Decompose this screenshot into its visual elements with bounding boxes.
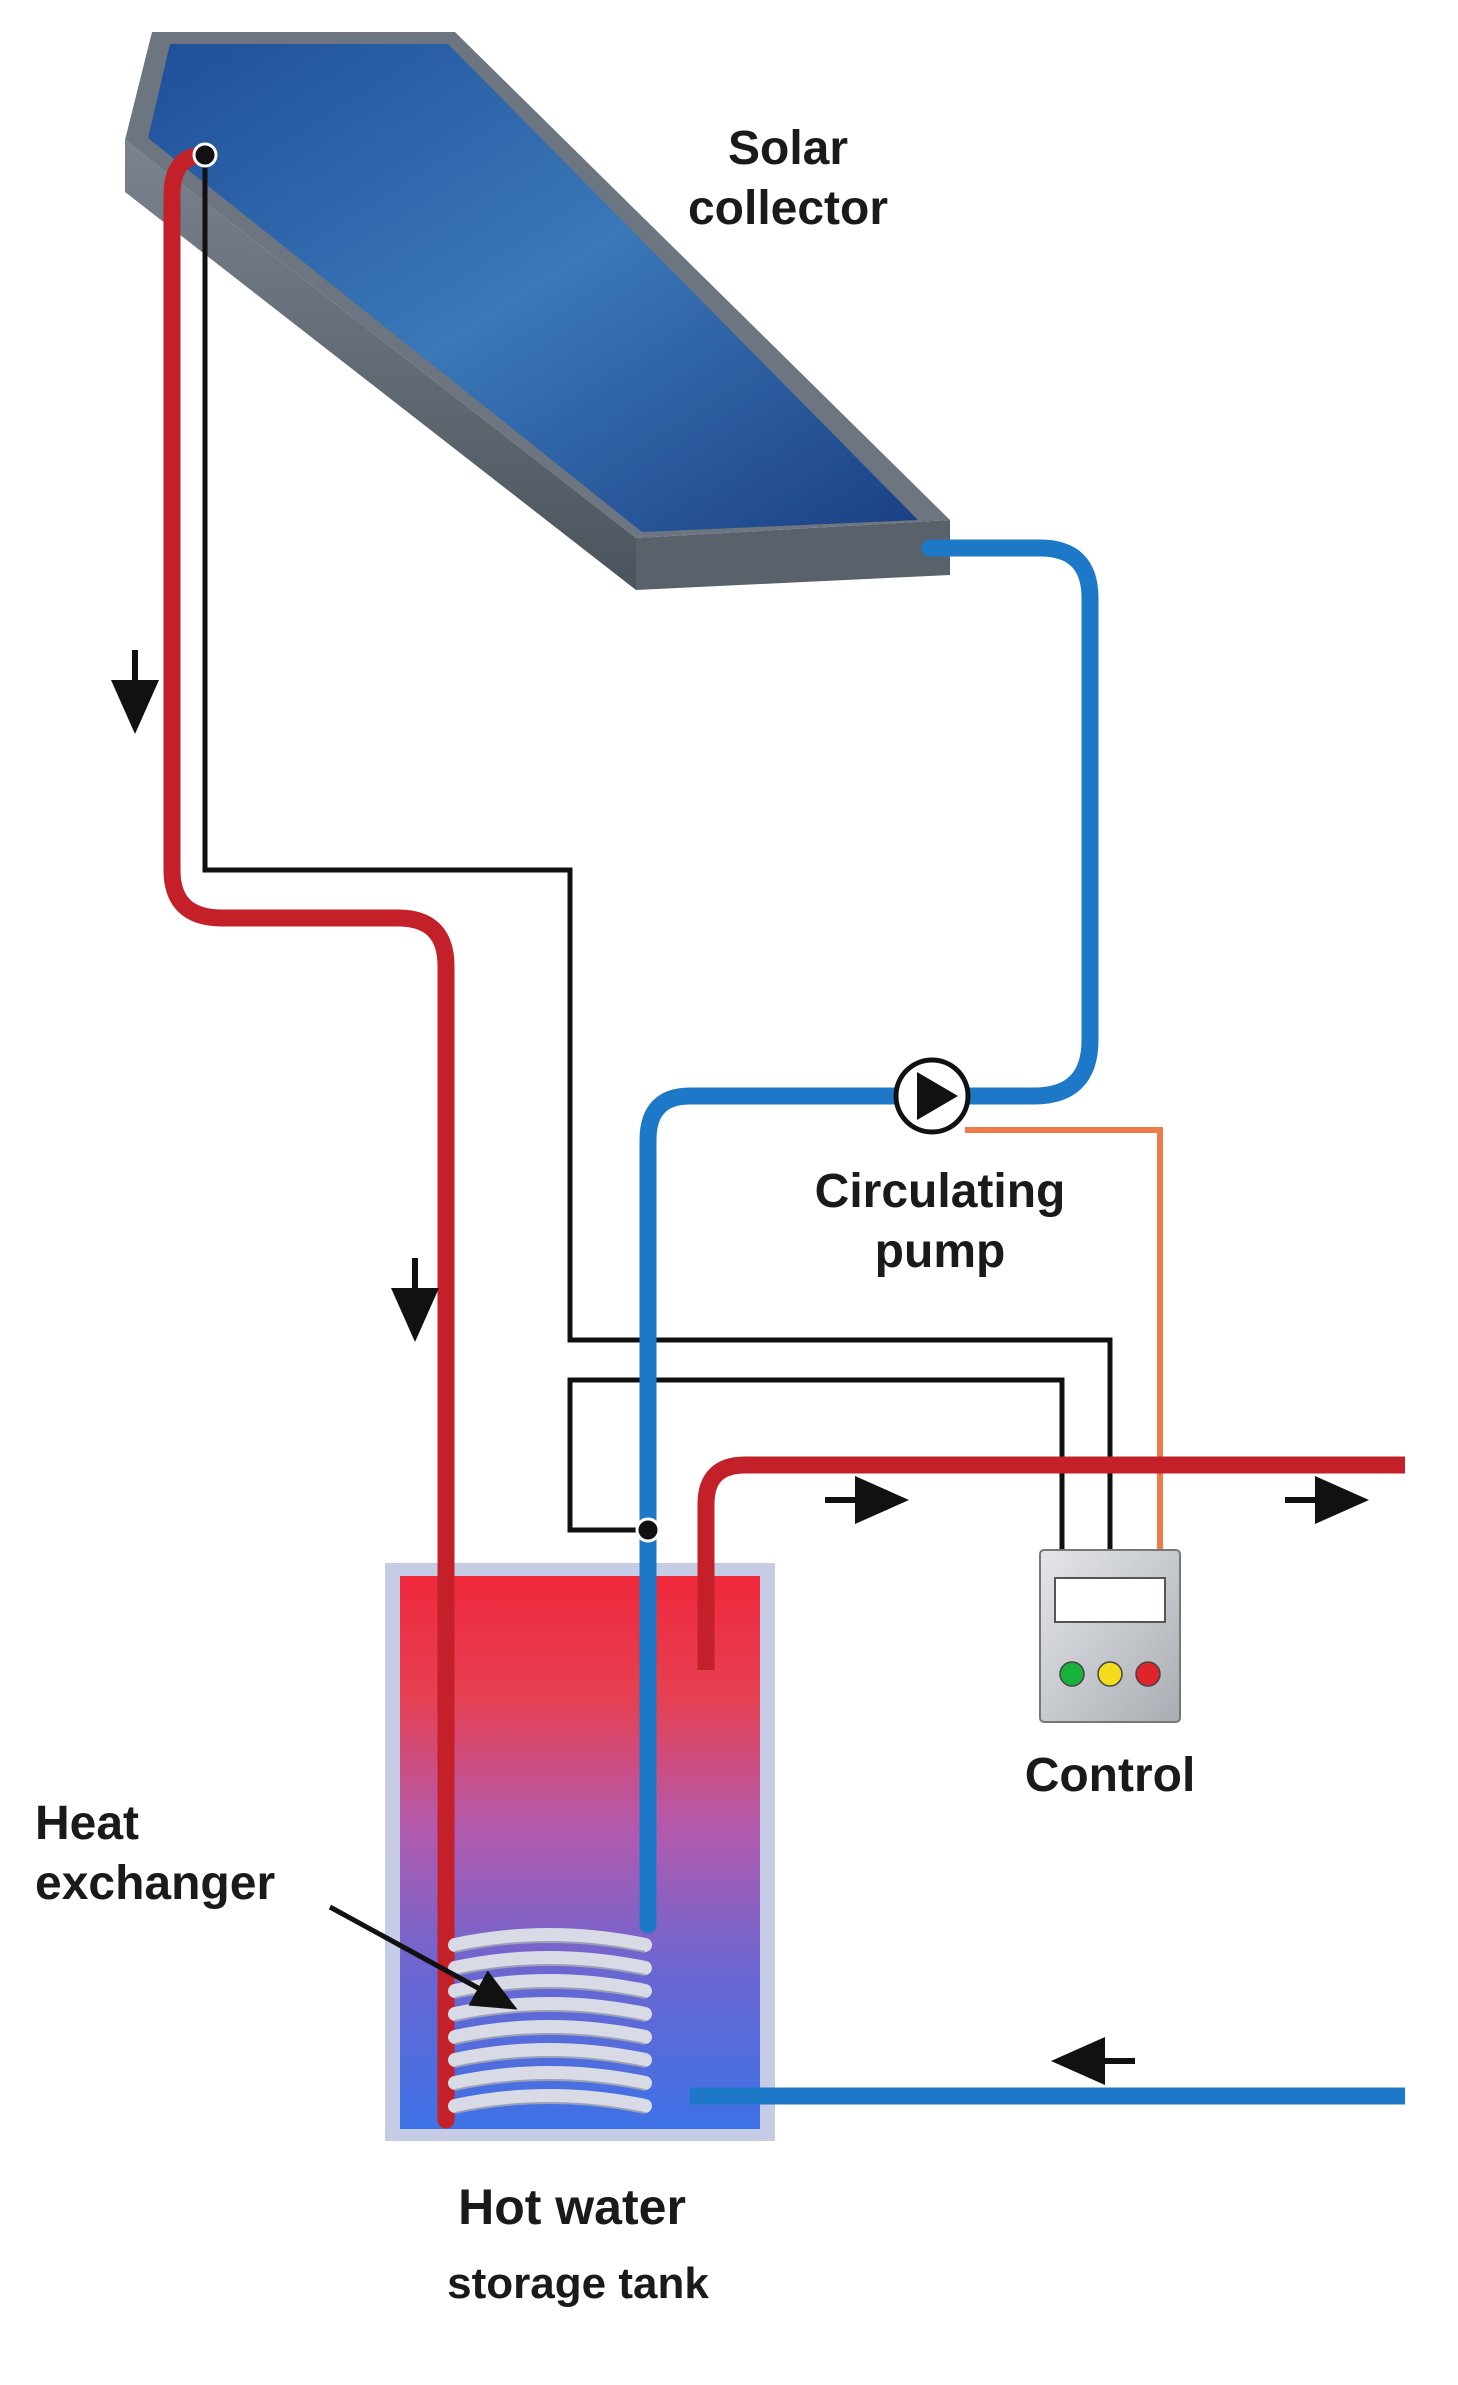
pump-symbol-icon <box>893 1057 971 1135</box>
collector-sensor-wire <box>202 155 1113 1550</box>
cold-return-pipe <box>639 539 1099 1934</box>
control-box <box>1039 1549 1181 1723</box>
hot-water-tank-label-line1: Hot water <box>458 2179 686 2235</box>
heat-exchanger-pointer <box>328 1904 518 2010</box>
solar-collector-label-line1: Solar <box>727 122 849 175</box>
pump-control-wire <box>965 1127 1163 1550</box>
solar-collector-label-line2: collector <box>687 182 889 235</box>
control-box-body <box>1039 1549 1181 1723</box>
led-yellow-icon <box>1097 1661 1123 1687</box>
heat-exchanger-label-line1: Heat <box>35 1797 140 1850</box>
led-green-icon <box>1059 1661 1085 1687</box>
hot-water-tank-label-line2: storage tank <box>447 2259 709 2308</box>
hot-water-outlet-pipe <box>697 1456 1405 1670</box>
control-display <box>1054 1577 1166 1623</box>
signal-wires <box>202 155 1113 1550</box>
collector-sensor-junction-icon <box>192 142 218 168</box>
control-label: Control <box>1024 1749 1196 1802</box>
heat-exchanger-label-line2: exchanger <box>35 1857 276 1910</box>
solar-collector <box>125 32 950 590</box>
circulating-pump-label-line1: Circulating <box>814 1165 1066 1218</box>
collector-frame-side <box>125 140 636 590</box>
collector-frame-bottom <box>636 520 950 590</box>
tank-sensor-junction-icon <box>635 1517 661 1543</box>
flow-arrows <box>111 650 1369 2085</box>
led-red-icon <box>1135 1661 1161 1687</box>
hot-supply-pipe <box>163 146 455 2129</box>
tank-sensor-wire <box>567 1377 1065 1550</box>
heat-exchanger-coil <box>448 1928 652 2114</box>
collector-glass <box>148 44 918 532</box>
circulating-pump-label-line2: pump <box>874 1225 1006 1278</box>
